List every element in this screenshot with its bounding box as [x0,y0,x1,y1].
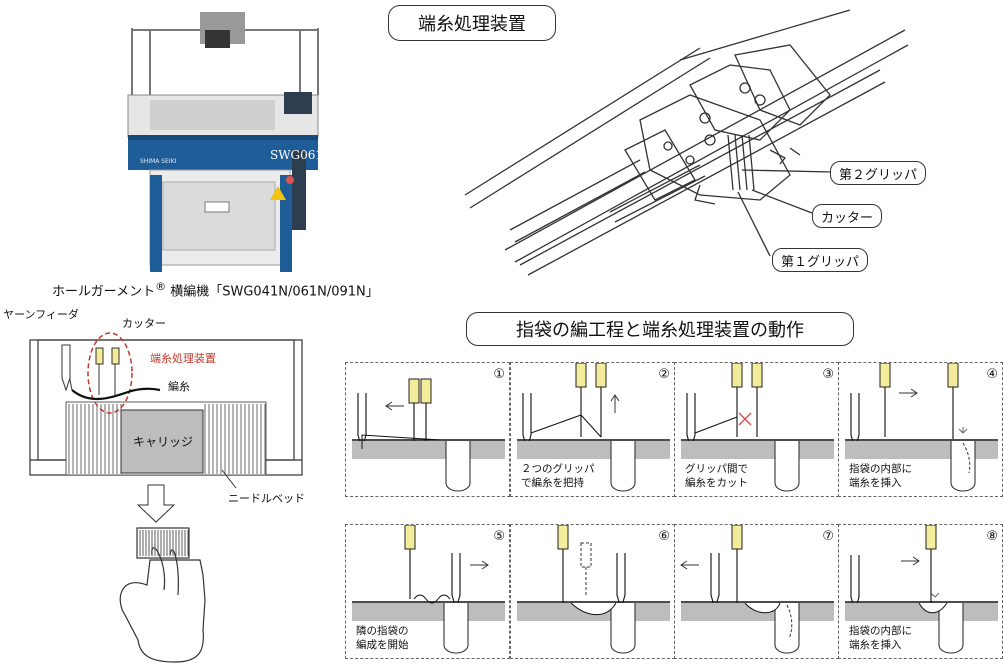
model-badge: SWG061N [270,148,334,162]
process-panel-4: ④ 指袋の内部に端糸を挿入 [838,362,1003,497]
process-step-drawing [517,363,670,492]
step-number: ④ [986,367,998,382]
step-number: ⑥ [658,529,670,544]
step-text-line2: 編糸をカット [685,477,748,489]
step-text-line1: グリッパ間で [685,463,748,475]
schematic-needle-bed-label: ニードルベッド [228,492,305,505]
step-text-line1: 隣の指袋の [356,625,409,637]
step-number: ⑧ [986,529,998,544]
schematic-yarn-label: 編糸 [168,380,190,393]
process-title: 指袋の編工程と端糸処理装置の動作 [466,312,854,346]
maker-label: SHIMA SEIKI [140,158,177,165]
process-step-drawing [845,525,998,654]
step-text-line1: 指袋の内部に [849,625,912,637]
process-step-drawing [352,378,505,492]
schematic-device-label: 端糸処理装置 [150,352,216,365]
process-step-drawing [352,525,505,654]
glove-drawing [119,527,206,663]
label-gripper-1: 第１グリッパ [772,248,869,272]
process-step-drawing [845,363,998,492]
machine-caption: ホールガーメント® 横編機「SWG041N/061N/091N」 [52,280,379,299]
step-number: ⑤ [493,529,505,544]
process-panel-2: ② ２つのグリッパで編糸を把持 [510,362,675,497]
device-title: 端糸処理装置 [388,5,556,41]
step-text-line2: 端糸を挿入 [849,477,902,489]
caption-suffix: 横編機「SWG041N/061N/091N」 [166,284,379,300]
process-panel-7: ⑦ [674,524,839,659]
step-text-line2: 編成を開始 [356,639,409,651]
label-cutter: カッター [812,204,883,228]
process-panel-8: ⑧ 指袋の内部に端糸を挿入 [838,524,1003,659]
process-panel-6: ⑥ [510,524,675,659]
step-text-line2: で編糸を把持 [521,477,584,489]
process-step-drawing [681,363,834,492]
process-step-drawing [680,525,834,654]
registered-mark: ® [155,280,167,293]
schematic-carriage-label: キャリッジ [133,435,194,449]
process-panel-3: ③ グリッパ間で編糸をカット [674,362,839,497]
step-number: ③ [822,367,834,382]
step-number: ⑦ [822,529,834,544]
step-text-line1: 指袋の内部に [849,463,912,475]
step-number: ② [658,367,670,382]
process-step-drawing [517,525,670,654]
step-text-line1: ２つのグリッパ [521,463,595,475]
step-number: ① [493,367,505,382]
caption-prefix: ホールガーメント [52,284,156,300]
schematic-yarn-feeder-label: ヤーンフィーダ [3,308,79,321]
step-text-line2: 端糸を挿入 [849,639,902,651]
process-panel-5: ⑤ 隣の指袋の編成を開始 [345,524,510,659]
process-panel-1: ① [345,362,510,497]
schematic-cutter-label: カッター [122,317,166,330]
label-gripper-2: 第２グリッパ [830,161,927,185]
